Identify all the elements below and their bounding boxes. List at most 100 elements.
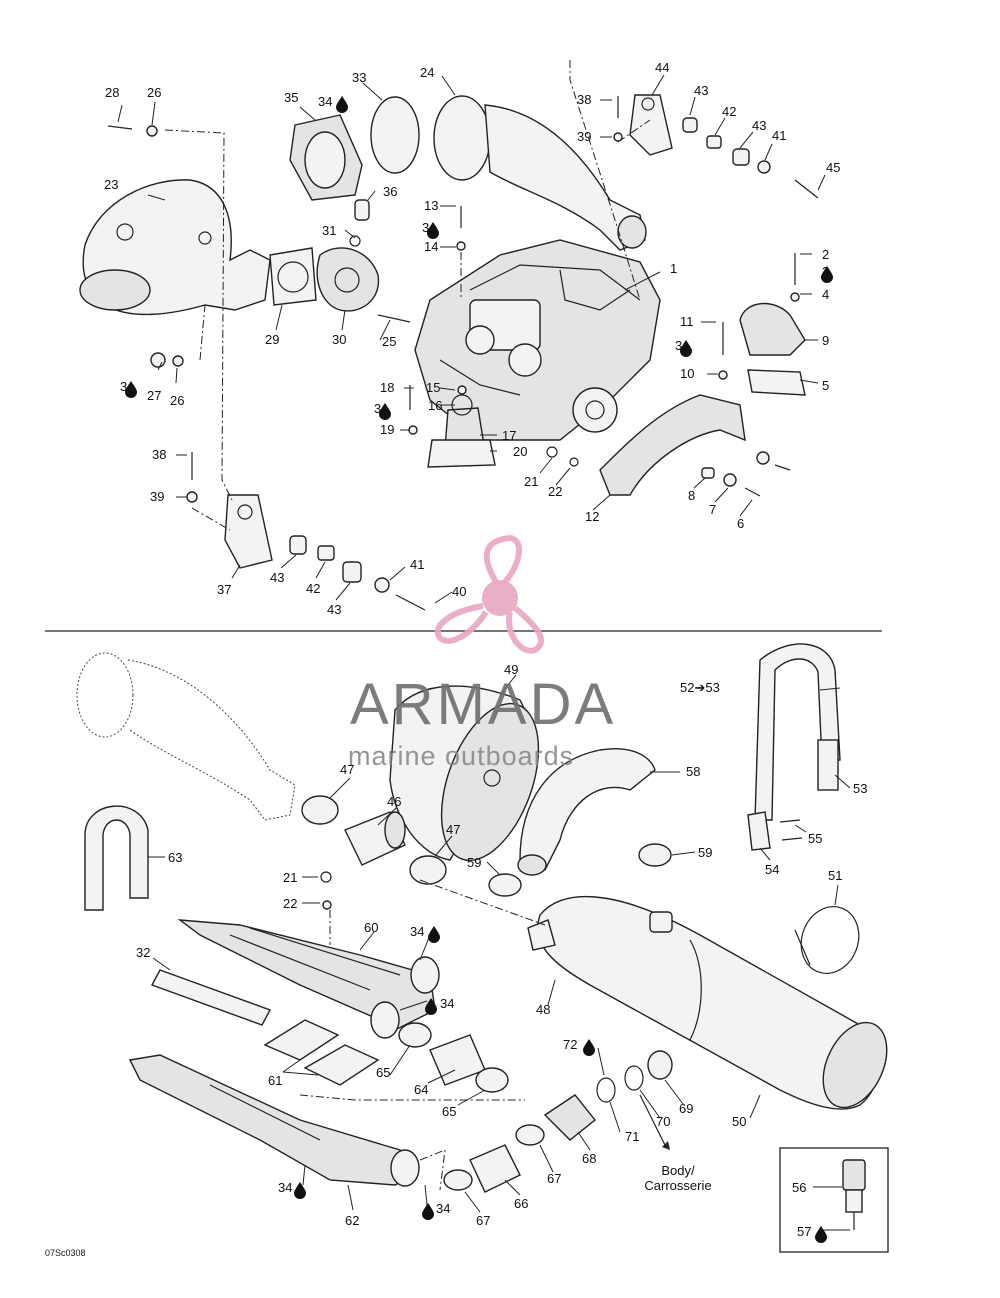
pad-61-a xyxy=(263,1019,340,1061)
droplet-icon xyxy=(680,340,692,357)
phantom-tuned-pipe xyxy=(76,652,296,821)
gasket-29 xyxy=(269,247,317,306)
label-62: 62 xyxy=(345,1213,359,1228)
label-30: 30 xyxy=(332,332,346,347)
label-60: 60 xyxy=(364,920,378,935)
label-16: 16 xyxy=(428,398,442,413)
engine-mount-17 xyxy=(427,394,496,468)
propeller-logo-icon xyxy=(434,534,544,654)
clamp-65-a xyxy=(398,1022,432,1048)
label-34c: 34 xyxy=(440,996,454,1011)
label-6: 6 xyxy=(737,516,744,531)
droplet-icon xyxy=(821,266,833,283)
label-3e: 3 xyxy=(120,379,127,394)
label-26b: 26 xyxy=(170,393,184,408)
droplet-icon xyxy=(427,222,439,239)
label-24: 24 xyxy=(420,65,434,80)
label-41a: 41 xyxy=(772,128,786,143)
label-2: 2 xyxy=(822,247,829,262)
label-34a: 34 xyxy=(318,94,332,109)
bolts-6-7-8 xyxy=(701,451,791,497)
strap-51 xyxy=(794,906,860,974)
label-53: 53 xyxy=(853,781,867,796)
label-43b: 43 xyxy=(752,118,766,133)
droplet-icon xyxy=(815,1226,827,1243)
water-box-60 xyxy=(177,919,440,1039)
label-47b: 47 xyxy=(446,822,460,837)
label-12: 12 xyxy=(585,509,599,524)
label-34d: 34 xyxy=(278,1180,292,1195)
engine-mount-9 xyxy=(739,302,806,396)
label-46: 46 xyxy=(387,794,401,809)
label-34b: 34 xyxy=(410,924,424,939)
watermark-tagline: marine outboards xyxy=(348,741,574,771)
strap-63 xyxy=(84,805,149,911)
label-64: 64 xyxy=(414,1082,428,1097)
label-59a: 59 xyxy=(467,855,481,870)
label-13: 13 xyxy=(424,198,438,213)
clip-21-lower xyxy=(320,871,332,883)
label-20: 20 xyxy=(513,444,527,459)
label-38b: 38 xyxy=(152,447,166,462)
label-65b: 65 xyxy=(442,1104,456,1119)
label-71: 71 xyxy=(625,1129,639,1144)
label-56: 56 xyxy=(792,1180,806,1195)
label-57: 57 xyxy=(797,1224,811,1239)
fitting-68 xyxy=(543,1094,596,1141)
body-label-line2: Carrosserie xyxy=(644,1178,711,1193)
hose-46 xyxy=(344,811,406,866)
label-43a: 43 xyxy=(694,83,708,98)
clamp-47-a xyxy=(301,795,339,825)
sealant-droplet-icons xyxy=(125,96,833,1243)
strap-52 xyxy=(754,643,841,821)
alignment-line-6 xyxy=(617,119,651,143)
alignment-line-9 xyxy=(299,1094,525,1101)
arrow-head xyxy=(662,1141,670,1150)
label-36: 36 xyxy=(383,184,397,199)
label-21a: 21 xyxy=(524,474,538,489)
label-44: 44 xyxy=(655,60,669,75)
resonator-62 xyxy=(128,1054,420,1187)
tuned-pipe-24 xyxy=(433,95,647,251)
label-50: 50 xyxy=(732,1114,746,1129)
label-65a: 65 xyxy=(376,1065,390,1080)
label-48: 48 xyxy=(536,1002,550,1017)
clamp-59-right xyxy=(638,843,672,867)
cover-30 xyxy=(316,247,380,312)
droplet-icon xyxy=(583,1039,595,1056)
label-22b: 22 xyxy=(283,896,297,911)
label-18: 18 xyxy=(380,380,394,395)
support-37 xyxy=(224,494,273,569)
o-ring-71 xyxy=(596,1077,616,1103)
label-26a: 26 xyxy=(147,85,161,100)
hose-66 xyxy=(469,1144,521,1193)
label-47a: 47 xyxy=(340,762,354,777)
label-72: 72 xyxy=(563,1037,577,1052)
label-68: 68 xyxy=(582,1151,596,1166)
label-33: 33 xyxy=(352,70,366,85)
label-63: 63 xyxy=(168,850,182,865)
engine-block xyxy=(414,239,661,441)
label-35: 35 xyxy=(284,90,298,105)
label-61: 61 xyxy=(268,1073,282,1088)
label-55: 55 xyxy=(808,831,822,846)
rubber-mount-left xyxy=(289,535,426,611)
clamp-67-a xyxy=(443,1169,473,1191)
droplet-icon xyxy=(379,403,391,420)
alignment-line-2 xyxy=(199,304,206,361)
label-42b: 42 xyxy=(306,581,320,596)
label-1: 1 xyxy=(670,261,677,276)
muffler-48 xyxy=(527,895,888,1110)
label-31: 31 xyxy=(322,223,336,238)
label-70: 70 xyxy=(656,1114,670,1129)
watermark: ARMADA marine outboards xyxy=(348,534,613,771)
pad-61-b xyxy=(303,1044,380,1086)
clamp-65-b xyxy=(475,1067,509,1093)
label-59b: 59 xyxy=(698,845,712,860)
label-3c: 3 xyxy=(422,220,429,235)
label-69: 69 xyxy=(679,1101,693,1116)
rivet-55-a xyxy=(779,819,801,823)
rubber-mount-right xyxy=(682,117,819,199)
